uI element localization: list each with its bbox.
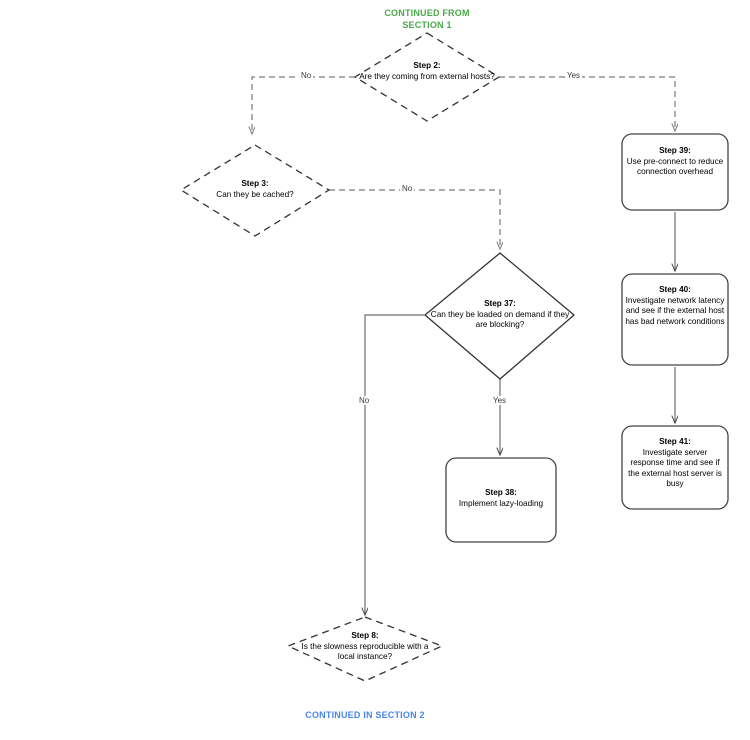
edge-label-step2-yes: Yes [565, 71, 583, 80]
node-step2[interactable] [353, 32, 501, 122]
node-step38[interactable] [445, 457, 557, 543]
edge-step2-yes [499, 76, 675, 131]
continued-in-section-note: CONTINUED IN SECTION 2 [305, 710, 425, 720]
node-step41[interactable] [621, 425, 729, 510]
node-step8[interactable] [286, 616, 444, 682]
continued-from-line1: CONTINUED FROM [384, 8, 470, 18]
node-step39[interactable] [621, 133, 729, 211]
node-step3[interactable] [179, 144, 331, 237]
node-step37[interactable] [423, 252, 576, 380]
edge-step37-no [365, 314, 424, 615]
continued-from-line2: SECTION 1 [402, 19, 452, 30]
edge-label-step37-no: No [357, 396, 372, 405]
edge-label-step2-no: No [299, 71, 314, 80]
edge-label-step3-no: No [400, 184, 415, 193]
edge-step2-no [252, 76, 355, 134]
continued-from-section-note: CONTINUED FROM SECTION 1 [375, 8, 479, 31]
node-step40[interactable] [621, 273, 729, 366]
edge-label-step37-yes: Yes [491, 396, 509, 405]
edge-step3-no [329, 189, 500, 249]
